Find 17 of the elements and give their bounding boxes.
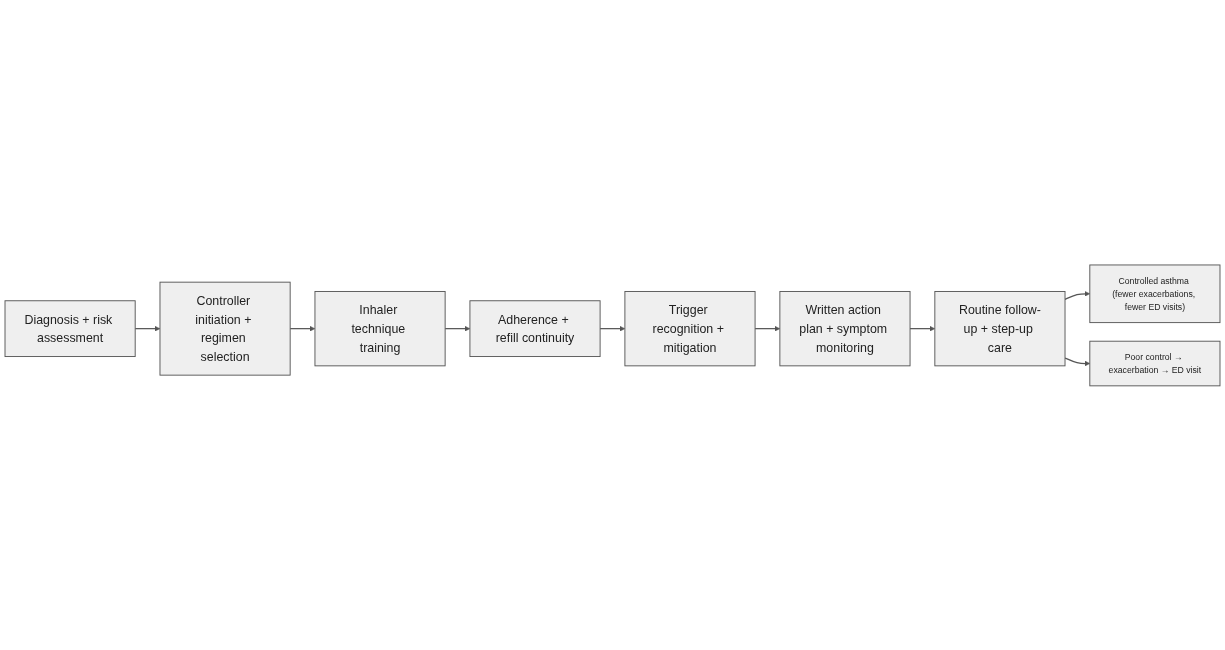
node-box: Poor control → exacerbation → ED visit (1089, 340, 1221, 386)
arrow (599, 325, 626, 331)
node-box: Adherence + refill continuity (469, 299, 601, 357)
node-box: Trigger recognition + mitigation (624, 290, 756, 366)
arrow (134, 325, 161, 331)
arrow (1064, 356, 1091, 366)
arrow (1064, 290, 1091, 300)
node-box: Controlled asthma (fewer exacerbations, fewer ED visits) (1089, 264, 1221, 323)
node-box: Routine follow-up + step-up care (934, 290, 1066, 366)
arrow (754, 325, 781, 331)
arrow (444, 325, 471, 331)
node-box: Diagnosis + risk assessment (4, 299, 136, 357)
node-box: Controller initiation + regimen selection (159, 281, 291, 376)
node-box: Inhaler technique training (314, 290, 446, 366)
node-box: Written action plan + symptom monitoring (779, 290, 911, 366)
arrow (909, 325, 936, 331)
arrow (289, 325, 316, 331)
